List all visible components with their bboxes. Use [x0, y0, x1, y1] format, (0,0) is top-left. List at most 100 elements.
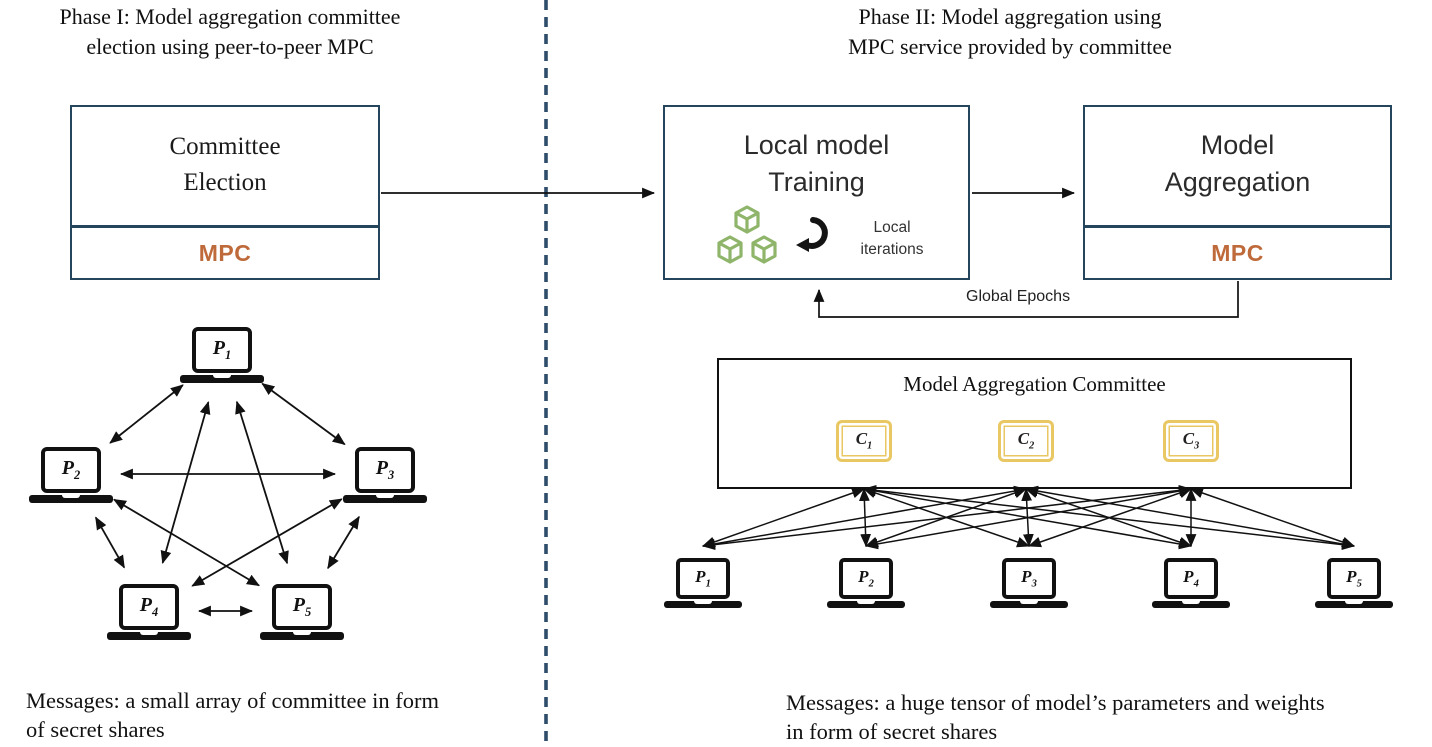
p2p-edge-P1-P3: [261, 382, 346, 446]
phase2-title: Phase II: Model aggregation using MPC se…: [755, 2, 1265, 62]
phase1-title-line1: Phase I: Model aggregation committee: [59, 4, 401, 29]
committee-party-edge-C1-P2: [859, 487, 871, 548]
laptop-p3-phase2: P3: [990, 558, 1068, 608]
committee-party-edge-C2-P5: [1024, 485, 1356, 550]
p2p-edge-P2-P5: [113, 498, 260, 587]
laptop-base: [1152, 601, 1230, 608]
laptop-screen: P4: [1164, 558, 1218, 599]
laptop-screen: P5: [272, 584, 332, 630]
laptop-c1: C1: [836, 420, 892, 464]
aggregation-mpc-strip: MPC: [1085, 225, 1390, 278]
local-iterations-line2: iterations: [860, 241, 924, 258]
committee-party-edge-C3-P2: [864, 485, 1193, 550]
rotate-clockwise-arrow-icon: [796, 217, 828, 252]
laptop-screen: C1: [836, 420, 892, 462]
local-iterations-line1: Local: [873, 219, 911, 236]
committee-party-edge-C3-P5: [1189, 487, 1356, 548]
laptop-label: P2: [61, 457, 81, 483]
phase1-caption: Messages: a small array of committee in …: [26, 688, 439, 743]
local-iterations-label: Local iterations: [840, 217, 944, 261]
local-model-training-box: Local model Training Local iterations: [663, 105, 970, 280]
laptop-label: P3: [375, 457, 395, 483]
p2p-edge-P1-P4: [160, 401, 211, 564]
laptop-screen: P3: [1002, 558, 1056, 599]
laptop-label: P3: [1021, 566, 1037, 589]
laptop-label: C3: [1182, 429, 1200, 452]
laptop-base: [827, 601, 905, 608]
committee-box-title: Model Aggregation Committee: [903, 372, 1166, 396]
committee-election-line2: Election: [183, 168, 267, 196]
committee-party-edge-C2-P2: [864, 487, 1028, 548]
aggregation-title-line1: Model: [1200, 130, 1275, 160]
laptop-label: P2: [858, 566, 874, 589]
cubes-icon: [717, 205, 777, 264]
laptop-screen: C2: [998, 420, 1054, 462]
laptop-screen: P4: [119, 584, 179, 630]
laptop-screen: P2: [41, 447, 101, 493]
laptop-p4-phase2: P4: [1152, 558, 1230, 608]
laptop-label: C2: [1017, 429, 1035, 452]
laptop-p3-phase1: P3: [343, 447, 427, 503]
laptop-base: [107, 632, 191, 640]
laptop-base: [990, 601, 1068, 608]
aggregation-mpc-label: MPC: [1211, 239, 1264, 266]
laptop-label: P5: [1346, 566, 1362, 589]
committee-party-edge-C2-P3: [1021, 487, 1034, 548]
laptop-screen: P1: [192, 327, 252, 373]
committee-party-edge-C3-P1: [701, 485, 1193, 550]
laptop-p1-phase1: P1: [180, 327, 264, 383]
committee-election-box: Committee Election MPC: [70, 105, 380, 280]
laptop-label: P5: [292, 594, 312, 620]
election-mpc-strip: MPC: [72, 225, 378, 278]
p2p-edge-P3-P4: [191, 498, 343, 587]
phase2-title-line1: Phase II: Model aggregation using: [858, 4, 1162, 29]
p2p-edge-P3-P5: [327, 515, 360, 570]
laptop-label: P1: [212, 337, 232, 363]
committee-party-edge-C1-P1: [701, 487, 866, 548]
laptop-p5-phase1: P5: [260, 584, 344, 640]
phase1-title-line2: election using peer-to-peer MPC: [86, 33, 374, 59]
global-epochs-label: Global Epochs: [966, 288, 1071, 305]
committee-party-edge-C3-P3: [1027, 487, 1193, 548]
training-title-line1: Local model: [743, 130, 890, 160]
p2p-edge-P2-P4: [94, 516, 126, 569]
laptop-base: [260, 632, 344, 640]
laptop-p2-phase1: P2: [29, 447, 113, 503]
laptop-label: P4: [1183, 566, 1199, 589]
laptop-screen: P3: [355, 447, 415, 493]
election-mpc-label: MPC: [198, 239, 252, 266]
laptop-label: P4: [139, 594, 159, 620]
training-title-line2: Training: [768, 167, 865, 198]
committee-party-edge-C1-P4: [862, 485, 1193, 550]
committee-party-edge-C1-P5: [862, 484, 1356, 551]
laptop-base: [664, 601, 742, 608]
phase1-title: Phase I: Model aggregation committee ele…: [15, 2, 445, 62]
committee-election-box-title: Committee Election: [72, 107, 378, 200]
committee-election-line1: Committee: [169, 133, 281, 160]
laptop-p5-phase2: P5: [1315, 558, 1393, 608]
phase2-caption: Messages: a huge tensor of model’s param…: [786, 690, 1325, 745]
laptop-base: [1315, 601, 1393, 608]
laptop-p4-phase1: P4: [107, 584, 191, 640]
laptop-label: C1: [855, 429, 873, 452]
committee-party-edge-C1-P3: [862, 487, 1031, 548]
committee-party-edge-C2-P4: [1024, 487, 1193, 548]
laptop-screen: P2: [839, 558, 893, 599]
laptop-label: P1: [695, 566, 711, 589]
laptop-base: [343, 495, 427, 503]
model-aggregation-box: Model Aggregation MPC: [1083, 105, 1392, 280]
laptop-screen: P5: [1327, 558, 1381, 599]
laptop-screen: C3: [1163, 420, 1219, 462]
laptop-base: [180, 375, 264, 383]
laptop-base: [29, 495, 113, 503]
p2p-edge-P1-P2: [109, 384, 184, 444]
training-box-title: Local model Training: [665, 107, 968, 202]
laptop-c3: C3: [1163, 420, 1219, 464]
aggregation-box-title: Model Aggregation: [1085, 107, 1390, 202]
laptop-p1-phase2: P1: [664, 558, 742, 608]
laptop-screen: P1: [676, 558, 730, 599]
phase2-title-line2: MPC service provided by committee: [848, 33, 1172, 59]
aggregation-title-line2: Aggregation: [1164, 167, 1311, 198]
laptop-c2: C2: [998, 420, 1054, 464]
